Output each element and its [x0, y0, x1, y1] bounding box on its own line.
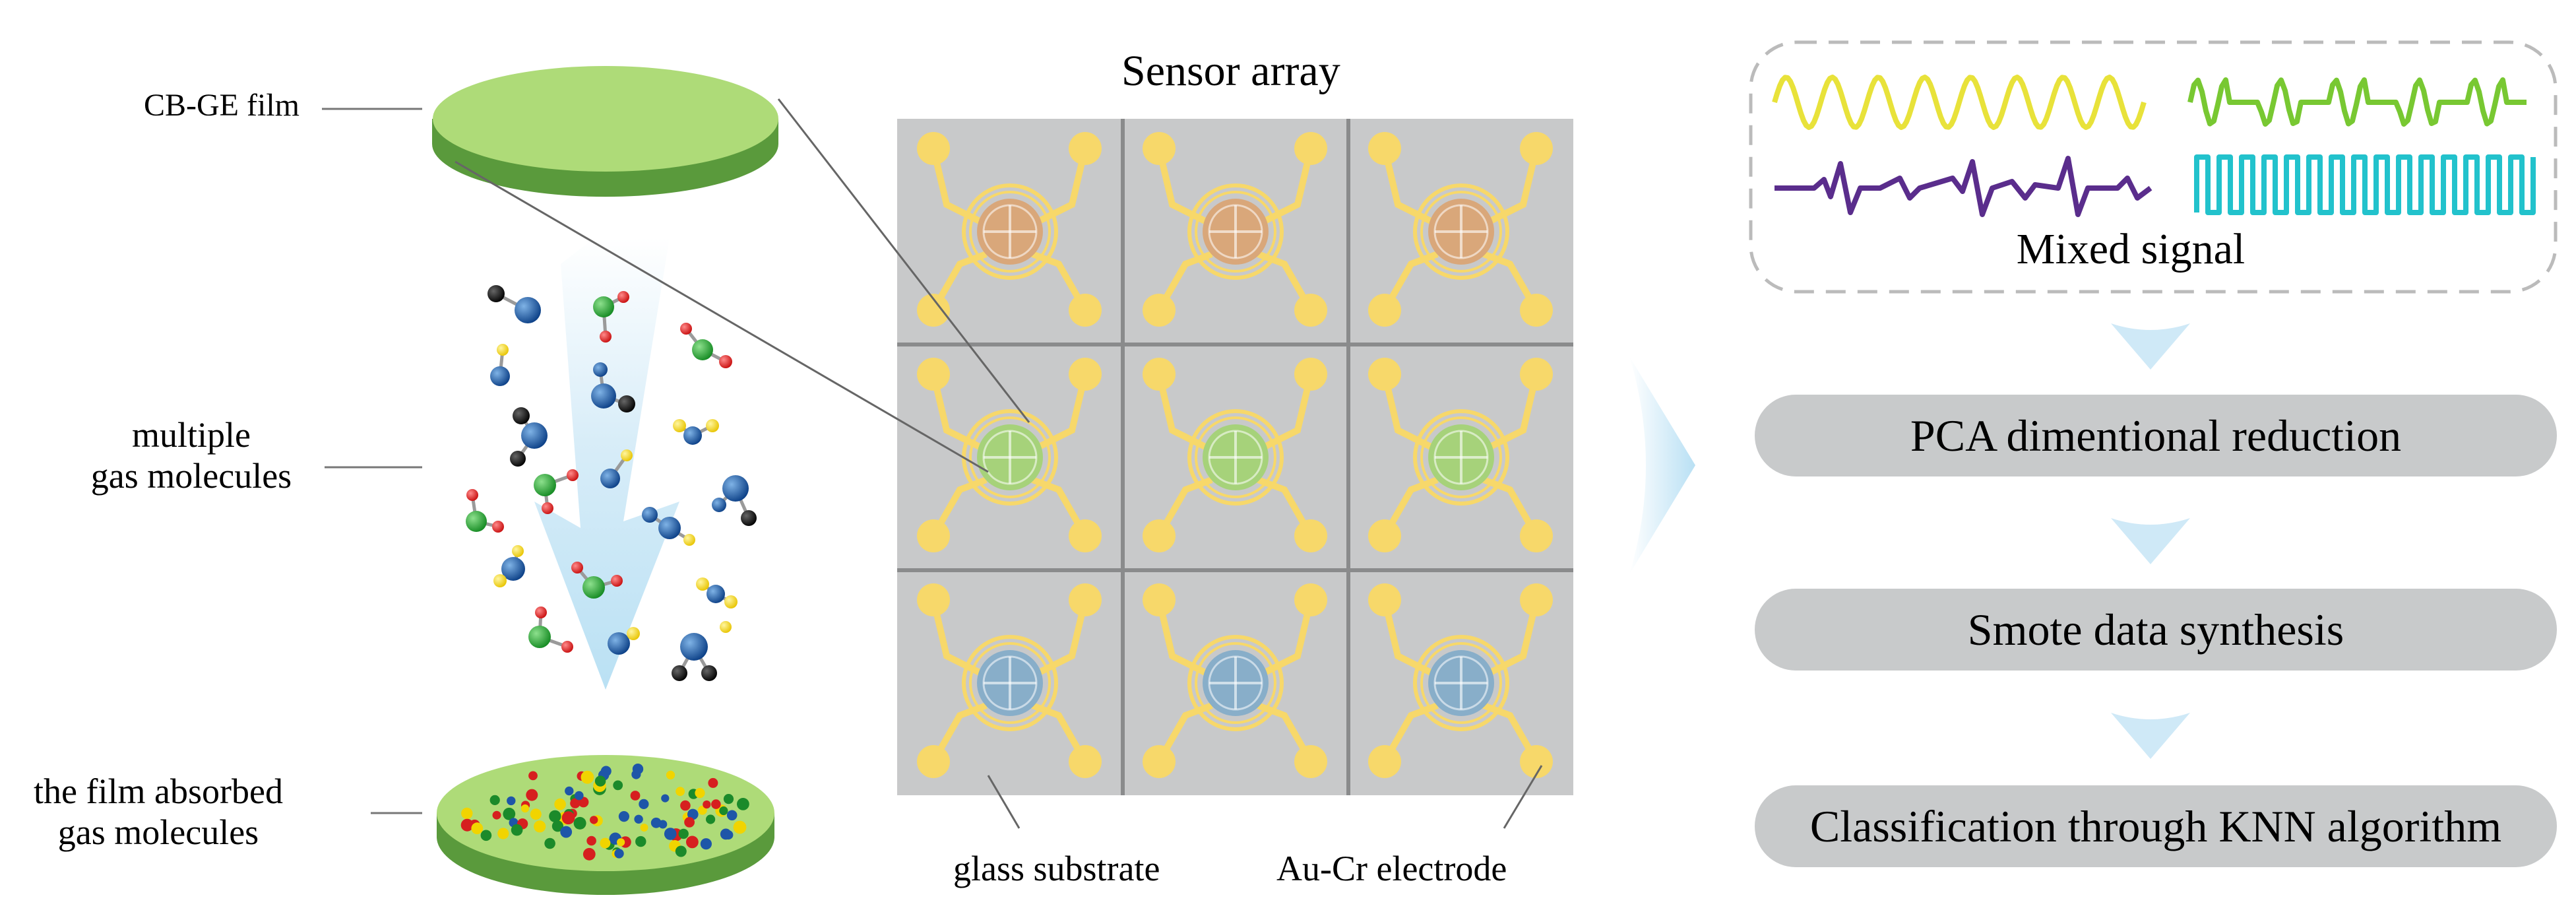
signal-purple-irregular — [1775, 156, 2152, 217]
electrode-label: Au-Cr electrode — [1276, 849, 1507, 888]
absorbed-film-disc — [437, 755, 774, 895]
sensor-cell — [1368, 358, 1553, 552]
sensor-cell — [1143, 358, 1327, 552]
absorbed-label-line2: gas molecules — [57, 812, 259, 853]
process-arrow-icon — [1629, 356, 1695, 574]
absorbed-label: the film absorbed gas molecules — [7, 771, 310, 853]
mixed-signal-label: Mixed signal — [2016, 225, 2246, 273]
absorbed-label-line1: the film absorbed — [34, 771, 283, 811]
signal-green-noise — [2187, 77, 2527, 127]
gas-label: multiple gas molecules — [59, 414, 323, 496]
pipeline-arrow-icon — [2111, 713, 2190, 759]
sensor-cell — [1368, 132, 1553, 327]
cbge-film-disc — [432, 66, 778, 197]
gas-label-line2: gas molecules — [90, 456, 292, 496]
pipeline-step-smote: Smote data synthesis — [1755, 589, 2557, 671]
sensor-cell — [917, 583, 1102, 778]
pipeline-step-pca: PCA dimentional reduction — [1755, 395, 2557, 476]
glass-substrate-label: glass substrate — [953, 849, 1160, 888]
signal-yellow-sine — [1772, 75, 2147, 130]
pipeline-arrow-icon — [2111, 323, 2190, 370]
sensor-cell — [1143, 583, 1327, 778]
pipeline-arrow-icon — [2111, 518, 2190, 564]
sensor-array — [897, 119, 1573, 795]
sensor-cell — [1368, 583, 1553, 778]
signal-cyan-square — [2194, 154, 2536, 215]
sensor-array-title: Sensor array — [1121, 47, 1340, 95]
gas-label-line1: multiple — [132, 415, 251, 455]
pipeline-step-knn: Classification through KNN algorithm — [1755, 785, 2557, 867]
mixed-signal-box — [1749, 40, 2558, 294]
sensor-cell — [1143, 132, 1327, 327]
cbge-film-label: CB-GE film — [144, 88, 299, 123]
